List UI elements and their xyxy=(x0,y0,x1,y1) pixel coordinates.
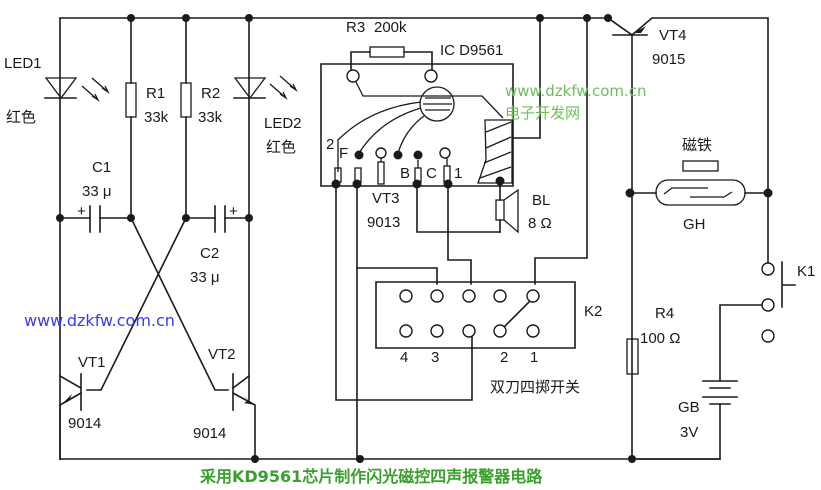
vt3-part: 9013 xyxy=(367,214,400,231)
r2-value: 33k xyxy=(198,109,223,126)
r4-value: 100 Ω xyxy=(640,330,680,347)
ic-pin-2: 2 xyxy=(326,136,334,153)
ic-ref: IC D9561 xyxy=(440,42,503,59)
cross-wire-2 xyxy=(86,216,188,391)
k2-ref: K2 xyxy=(584,303,602,320)
vt3-ref: VT3 xyxy=(372,190,400,207)
cross-wire-1 xyxy=(129,216,229,391)
r3-value: 200k xyxy=(374,19,407,36)
led2 xyxy=(233,17,298,401)
c1-value: 33 μ xyxy=(82,183,112,200)
vt2-ref: VT2 xyxy=(208,346,236,363)
vt1-ref: VT1 xyxy=(78,354,106,371)
led2-ref: LED2 xyxy=(264,115,302,132)
r1-value: 33k xyxy=(144,109,169,126)
r4 xyxy=(626,338,639,375)
vt1 xyxy=(58,373,83,460)
r2-ref: R2 xyxy=(201,85,220,102)
watermark-url-green: www.dzkfw.com.cn xyxy=(505,82,647,100)
gh-magnet: 磁铁 xyxy=(682,136,712,154)
vt2-part: 9014 xyxy=(193,425,226,442)
k2-pos-3: 3 xyxy=(431,349,439,366)
gb-value: 3V xyxy=(680,424,698,441)
k2-pos-1: 1 xyxy=(530,349,538,366)
c2-plus: + xyxy=(229,203,238,220)
k1-ref: K1 xyxy=(797,263,815,280)
ic-d9561 xyxy=(320,17,541,189)
junction xyxy=(356,455,364,463)
ic-pin-f: F xyxy=(339,145,348,162)
c2-ref: C2 xyxy=(200,245,219,262)
vt4-part: 9015 xyxy=(652,51,685,68)
battery-gb xyxy=(631,380,738,460)
bl-ref: BL xyxy=(532,192,550,209)
k2-description: 双刀四掷开关 xyxy=(490,378,580,396)
k2-1-wire xyxy=(534,17,588,285)
watermark-site-name: 电子开发网 xyxy=(505,104,580,122)
c1-ref: C1 xyxy=(92,159,111,176)
top-rail xyxy=(59,14,612,22)
c1 xyxy=(56,205,135,233)
vt2 xyxy=(231,373,256,460)
led1-ref: LED1 xyxy=(4,55,42,72)
ic-pin-1: 1 xyxy=(454,165,462,182)
switch-k1[interactable] xyxy=(719,192,796,381)
watermark-url-blue: www.dzkfw.com.cn xyxy=(24,311,175,330)
vt1-part: 9014 xyxy=(68,415,101,432)
vt4-ref: VT4 xyxy=(659,27,687,44)
gb-ref: GB xyxy=(678,399,700,416)
reed-switch-gh xyxy=(625,160,773,206)
k2-pos-4: 4 xyxy=(400,349,408,366)
led1-color: 红色 xyxy=(6,108,36,126)
gh-ref: GH xyxy=(683,216,706,233)
r4-ref: R4 xyxy=(655,305,674,322)
ic-pin-c: C xyxy=(426,165,437,182)
r1-ref: R1 xyxy=(146,85,165,102)
r2 xyxy=(180,17,192,219)
vt4 xyxy=(606,16,769,460)
switch-k2[interactable] xyxy=(375,281,576,349)
led1 xyxy=(44,17,110,460)
ic-pin-b: B xyxy=(400,165,410,182)
c2 xyxy=(182,205,253,233)
bl-wire xyxy=(416,183,501,233)
k2-pos-2: 2 xyxy=(500,349,508,366)
diagram-title: 采用KD9561芯片制作闪光磁控四声报警器电路 xyxy=(199,467,543,486)
bottom-rail xyxy=(59,455,721,463)
bl-value: 8 Ω xyxy=(528,215,552,232)
ic-pin2-wire xyxy=(335,183,473,401)
r3-ref: R3 xyxy=(346,19,365,36)
k2-3-wire xyxy=(356,267,438,285)
r1 xyxy=(125,17,137,219)
speaker-bl xyxy=(495,183,519,234)
c2-value: 33 μ xyxy=(190,269,220,286)
c1-plus: + xyxy=(77,203,86,220)
k2-mid-wire xyxy=(447,183,472,285)
led2-color: 红色 xyxy=(266,138,296,156)
